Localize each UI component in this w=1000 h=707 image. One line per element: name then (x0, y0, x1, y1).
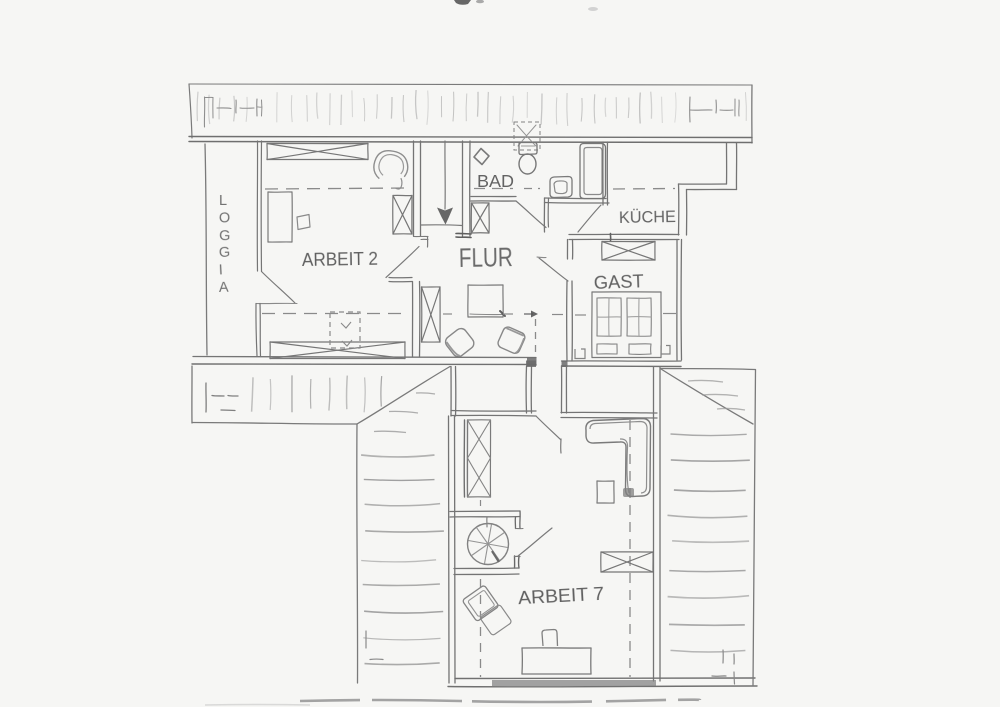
svg-text:L: L (219, 193, 227, 209)
svg-text:G: G (219, 228, 231, 244)
svg-text:ARBEIT 2: ARBEIT 2 (302, 249, 378, 270)
svg-text:FLUR: FLUR (459, 242, 514, 273)
svg-text:I: I (218, 262, 223, 278)
svg-text:G: G (219, 245, 231, 261)
svg-text:BAD: BAD (477, 171, 514, 191)
svg-text:KÜCHE: KÜCHE (619, 207, 676, 227)
svg-text:GAST: GAST (593, 270, 644, 293)
svg-text:A: A (219, 280, 230, 296)
svg-text:O: O (219, 210, 231, 226)
svg-text:ARBEIT 7: ARBEIT 7 (518, 583, 605, 608)
